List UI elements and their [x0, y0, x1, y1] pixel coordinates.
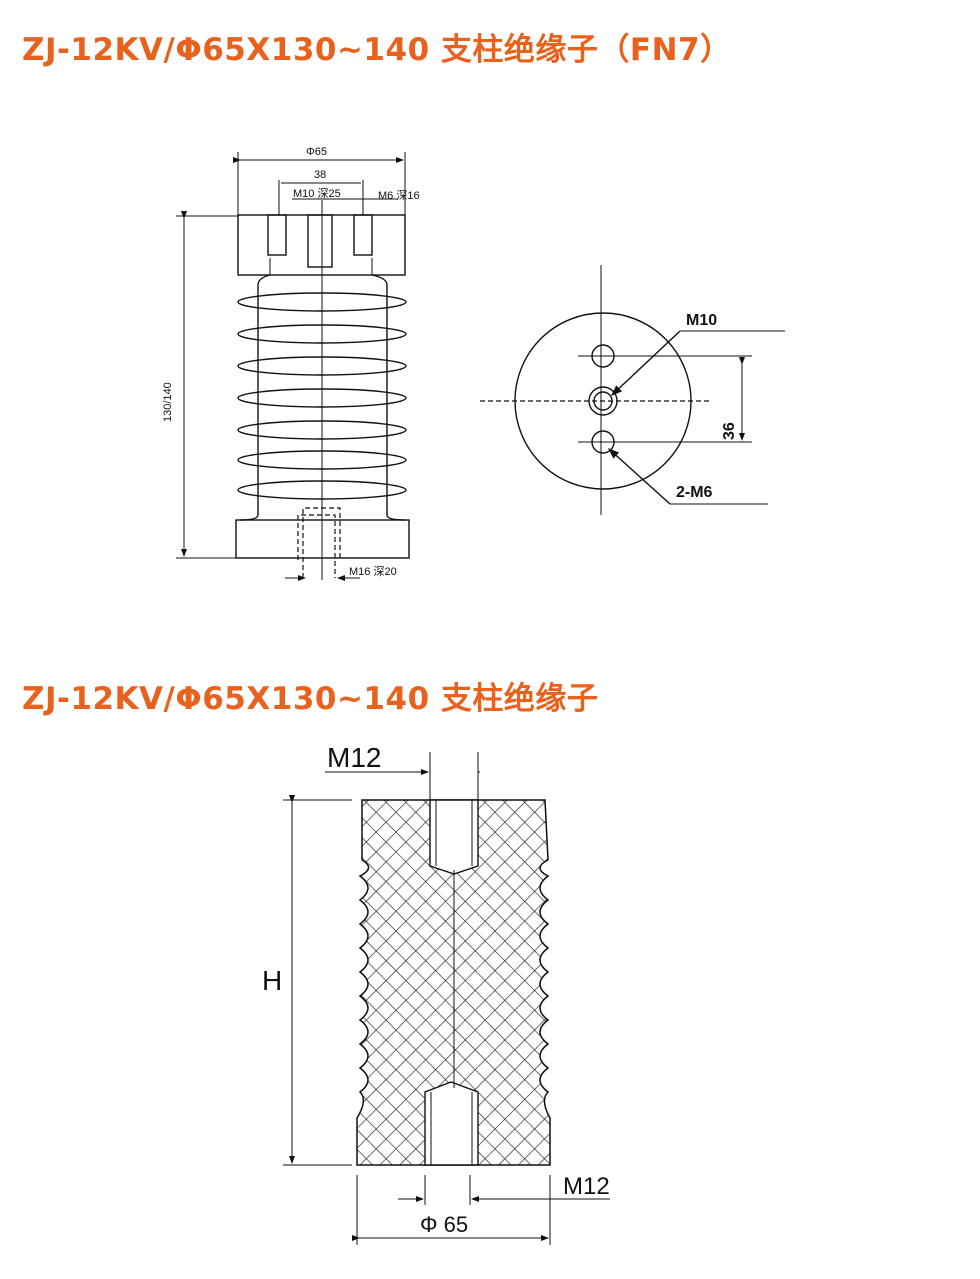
section1-title: ZJ-12KV/Φ65X130~140 支柱绝缘子（FN7） [22, 32, 732, 68]
side-label: 2-M6 [676, 484, 713, 501]
top-side-thread: M6 深16 [378, 189, 420, 202]
top-center-thread: M10 深25 [293, 187, 341, 200]
front-view: Φ65 38 M10 深25 M6 深16 M16 深20 [162, 146, 420, 581]
section-view: M12 H M12 Φ 65 [262, 742, 610, 1245]
spacing-label: 38 [314, 169, 326, 181]
height-label: H [262, 965, 282, 996]
section2-title: ZJ-12KV/Φ65X130~140 支柱绝缘子 [22, 681, 599, 717]
bottom-thread: M16 深20 [349, 565, 397, 578]
dia-label: Φ 65 [420, 1212, 468, 1237]
spacing-label: 36 [721, 422, 738, 440]
top-thread: M12 [327, 742, 381, 773]
center-label: M10 [686, 312, 717, 329]
dia-label: Φ65 [306, 146, 327, 158]
top-view: 36 M10 2-M6 [480, 265, 785, 515]
height-label: 130/140 [162, 382, 174, 422]
bottom-thread: M12 [563, 1173, 610, 1200]
